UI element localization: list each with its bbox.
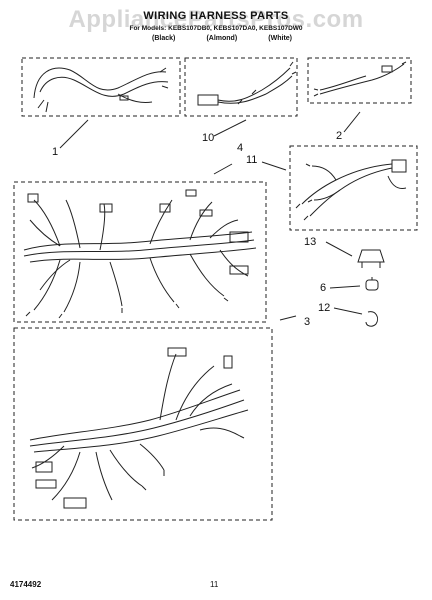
- bracket-part-13: [357, 249, 385, 268]
- wire-tie-part-12: [365, 311, 379, 327]
- harness-part-11: [289, 145, 418, 231]
- color-code-almond: (Almond): [206, 35, 238, 42]
- color-codes: (Black) (Almond) (White): [152, 35, 292, 42]
- harness-part-3: [13, 327, 273, 521]
- callout-4: 4: [237, 142, 244, 154]
- page-title: WIRING HARNESS PARTS: [143, 10, 289, 22]
- color-code-black: (Black): [152, 35, 176, 42]
- color-code-white: (White): [268, 35, 292, 42]
- model-list: For Models: KEBS107DB0, KEBS107DA0, KEBS…: [129, 25, 303, 32]
- callout-13: 13: [304, 236, 317, 248]
- harness-part-10: [184, 57, 298, 117]
- harness-part-1: [21, 57, 181, 117]
- callout-10: 10: [202, 132, 215, 144]
- callout-12: 12: [318, 302, 331, 314]
- document-number: 4174492: [10, 580, 42, 589]
- watermark: AppliancePartsPros.com: [68, 6, 364, 33]
- page-number: 11: [210, 580, 219, 589]
- callout-1: 1: [52, 146, 59, 158]
- callout-3: 3: [304, 316, 311, 328]
- callout-11: 11: [246, 154, 258, 166]
- leader-lines: [59, 111, 363, 321]
- connector-part-6: [365, 277, 379, 291]
- callout-2: 2: [336, 130, 343, 142]
- harness-part-4: [13, 181, 267, 323]
- callout-6: 6: [320, 282, 327, 294]
- harness-part-2: [307, 57, 412, 104]
